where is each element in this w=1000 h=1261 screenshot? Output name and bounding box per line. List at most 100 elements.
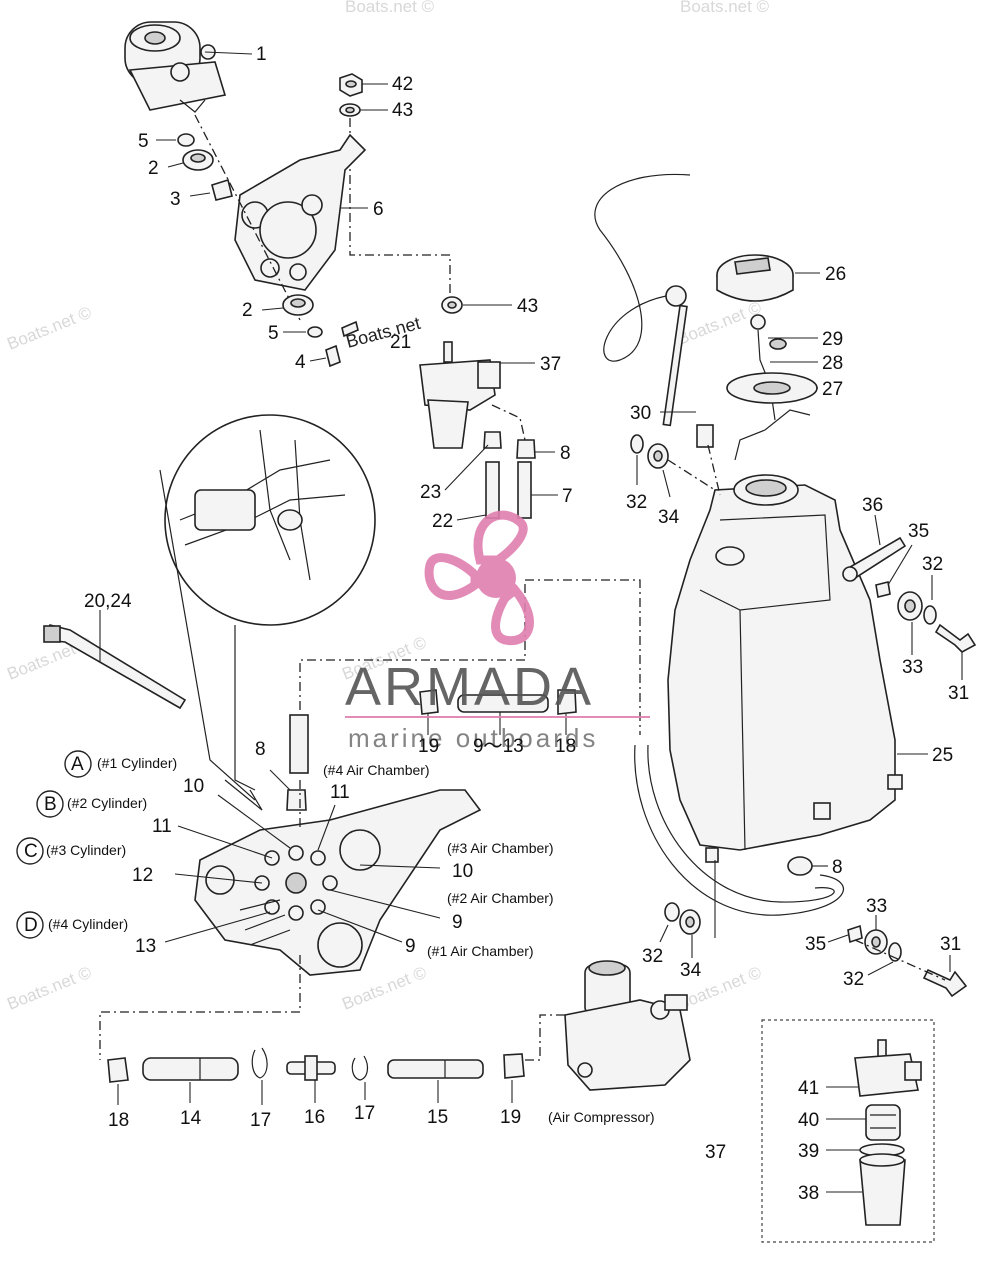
- level-sensor-part-30: [594, 173, 714, 448]
- part-label: 1: [256, 44, 267, 65]
- note-air2: (#2 Air Chamber): [447, 890, 554, 906]
- part-label: 3: [170, 189, 181, 210]
- part-label: 8: [832, 857, 843, 878]
- note-air3: (#3 Air Chamber): [447, 840, 554, 856]
- part-label: 19: [418, 736, 439, 757]
- cap-part-8a: [516, 439, 536, 459]
- part-label: 32: [922, 554, 943, 575]
- collar-part-35b: [847, 924, 863, 944]
- part-label: 43: [517, 296, 538, 317]
- part-label: 6: [373, 199, 384, 220]
- legend-letter: D: [24, 915, 38, 936]
- washer-part-32c: [664, 902, 680, 922]
- grommet-part-34b: [679, 909, 701, 935]
- part-label: 32: [843, 969, 864, 990]
- hose-part-14: [142, 1057, 239, 1081]
- part-label: 18: [555, 736, 576, 757]
- gasket-part-27: [726, 372, 818, 404]
- grommet-part-2: [182, 149, 214, 171]
- propeller-blade-icon: [473, 510, 528, 565]
- tank-cap-part-26: [716, 254, 794, 302]
- part-label: 32: [642, 946, 663, 967]
- collar-part-3: [211, 178, 233, 201]
- part-label: 22: [432, 511, 453, 532]
- clip-part-17a: [251, 1047, 268, 1079]
- fuel-pump-part-1: [124, 21, 227, 113]
- fuel-filter-part-37: [419, 341, 501, 449]
- part-label: 11: [152, 816, 172, 837]
- note-compressor: (Air Compressor): [548, 1109, 655, 1125]
- nut-part-42: [339, 73, 363, 97]
- cable-tie-part-20-24: [43, 624, 187, 710]
- fitting-part-19a: [419, 689, 439, 715]
- bolt-part-31b: [922, 968, 968, 998]
- part-label: 31: [940, 934, 961, 955]
- part-label: 27: [822, 379, 843, 400]
- legend-labels: A (#1 Cylinder) B (#2 Cylinder) C (#3 Cy…: [24, 754, 177, 936]
- part-label: 33: [902, 657, 923, 678]
- screw-part-21: [341, 320, 359, 338]
- part-label: 41: [798, 1078, 819, 1099]
- watermark: Boats.net ©: [345, 0, 435, 16]
- cap-part-23: [483, 431, 502, 449]
- part-label: 28: [822, 353, 843, 374]
- hose-part-15: [387, 1059, 484, 1079]
- air-compressor: [564, 960, 691, 1091]
- bracket-part-6: [234, 133, 367, 291]
- joint-part-16: [286, 1055, 336, 1081]
- hose-part-upper: [289, 714, 309, 774]
- part-label: 37: [705, 1142, 726, 1163]
- watermark: Boats.net ©: [680, 0, 770, 16]
- fitting-part-18b: [107, 1057, 129, 1083]
- part-label: 2: [148, 158, 159, 179]
- part-label: 13: [135, 936, 156, 957]
- part-label: 17: [354, 1103, 375, 1124]
- part-label: 32: [626, 492, 647, 513]
- chamber-notes: (#4 Air Chamber) (#3 Air Chamber) (#2 Ai…: [323, 762, 655, 1125]
- filter-detail-box: [761, 1019, 935, 1243]
- part-label: 29: [822, 329, 843, 350]
- part-label: 16: [304, 1107, 325, 1128]
- fitting-part-19b: [503, 1053, 525, 1079]
- part-label: 19: [500, 1107, 521, 1128]
- note-air1: (#1 Air Chamber): [427, 943, 534, 959]
- air-manifold-plate: [194, 789, 482, 976]
- part-label: 26: [825, 264, 846, 285]
- part-label: 34: [658, 507, 680, 528]
- hose-part-9-13: [457, 694, 549, 713]
- legend-cylinders: [16, 750, 92, 939]
- washer-part-5b: [307, 326, 323, 338]
- washer-part-32b: [923, 605, 937, 625]
- part-label: 31: [948, 683, 969, 704]
- legend-letter: C: [24, 841, 38, 862]
- logo-tagline: marine outboards: [348, 723, 598, 753]
- part-label: 15: [427, 1107, 448, 1128]
- legend-letter: A: [71, 754, 84, 775]
- part-label: 40: [798, 1110, 819, 1131]
- grommet-part-2b: [282, 294, 314, 316]
- part-label: 37: [540, 354, 561, 375]
- part-label: 38: [798, 1183, 819, 1204]
- oil-tank-part-25: [667, 474, 903, 863]
- part-label: 39: [798, 1141, 819, 1162]
- clip-part-17b: [351, 1055, 369, 1081]
- cap-part-8b: [286, 789, 307, 811]
- part-label: 9: [405, 936, 416, 957]
- part-label: 42: [392, 74, 413, 95]
- armada-logo: ARMADA marine outboards: [345, 510, 650, 753]
- part-label: 8: [255, 739, 266, 760]
- propeller-blade-icon: [491, 583, 534, 646]
- part-label: 5: [138, 131, 149, 152]
- washer-part-32a: [630, 434, 644, 454]
- grommet-part-34a: [647, 443, 669, 469]
- legend-letter: B: [44, 794, 57, 815]
- grommet-part-33a: [897, 591, 923, 621]
- hose-part-7: [517, 461, 532, 519]
- part-label: 9: [452, 912, 463, 933]
- part-label: 34: [680, 960, 702, 981]
- legend-text: (#4 Cylinder): [48, 916, 128, 932]
- part-label: 23: [420, 482, 441, 503]
- element-part-40: [865, 1104, 901, 1141]
